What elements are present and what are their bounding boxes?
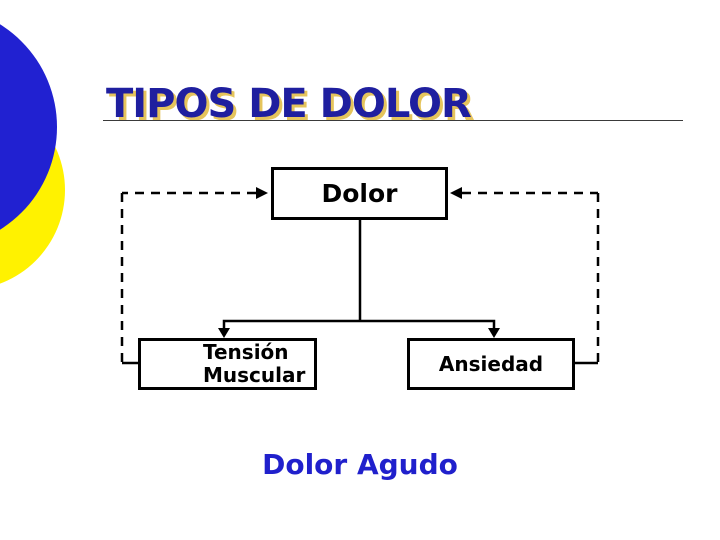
dashed-feedback-left (120, 191, 256, 363)
caption-dolor-agudo: Dolor Agudo (262, 448, 458, 481)
node-tension-muscular: Tensión Muscular (138, 338, 317, 390)
title-underline (103, 120, 683, 121)
slide-title: TIPOS DE DOLOR (106, 81, 472, 127)
node-dolor-label: Dolor (321, 179, 398, 208)
arrowhead-down-right (488, 328, 500, 338)
node-dolor: Dolor (271, 167, 448, 220)
node-ansiedad: Ansiedad (407, 338, 575, 390)
arrowhead-right-into-dolor (256, 187, 268, 199)
arrowhead-left-into-dolor (450, 187, 462, 199)
solid-connector-dolor-to-children (222, 220, 496, 329)
node-tension-muscular-label: Tensión Muscular (203, 340, 306, 387)
arrowhead-down-left (218, 328, 230, 338)
node-ansiedad-label: Ansiedad (438, 352, 544, 376)
dashed-feedback-right (462, 191, 600, 363)
